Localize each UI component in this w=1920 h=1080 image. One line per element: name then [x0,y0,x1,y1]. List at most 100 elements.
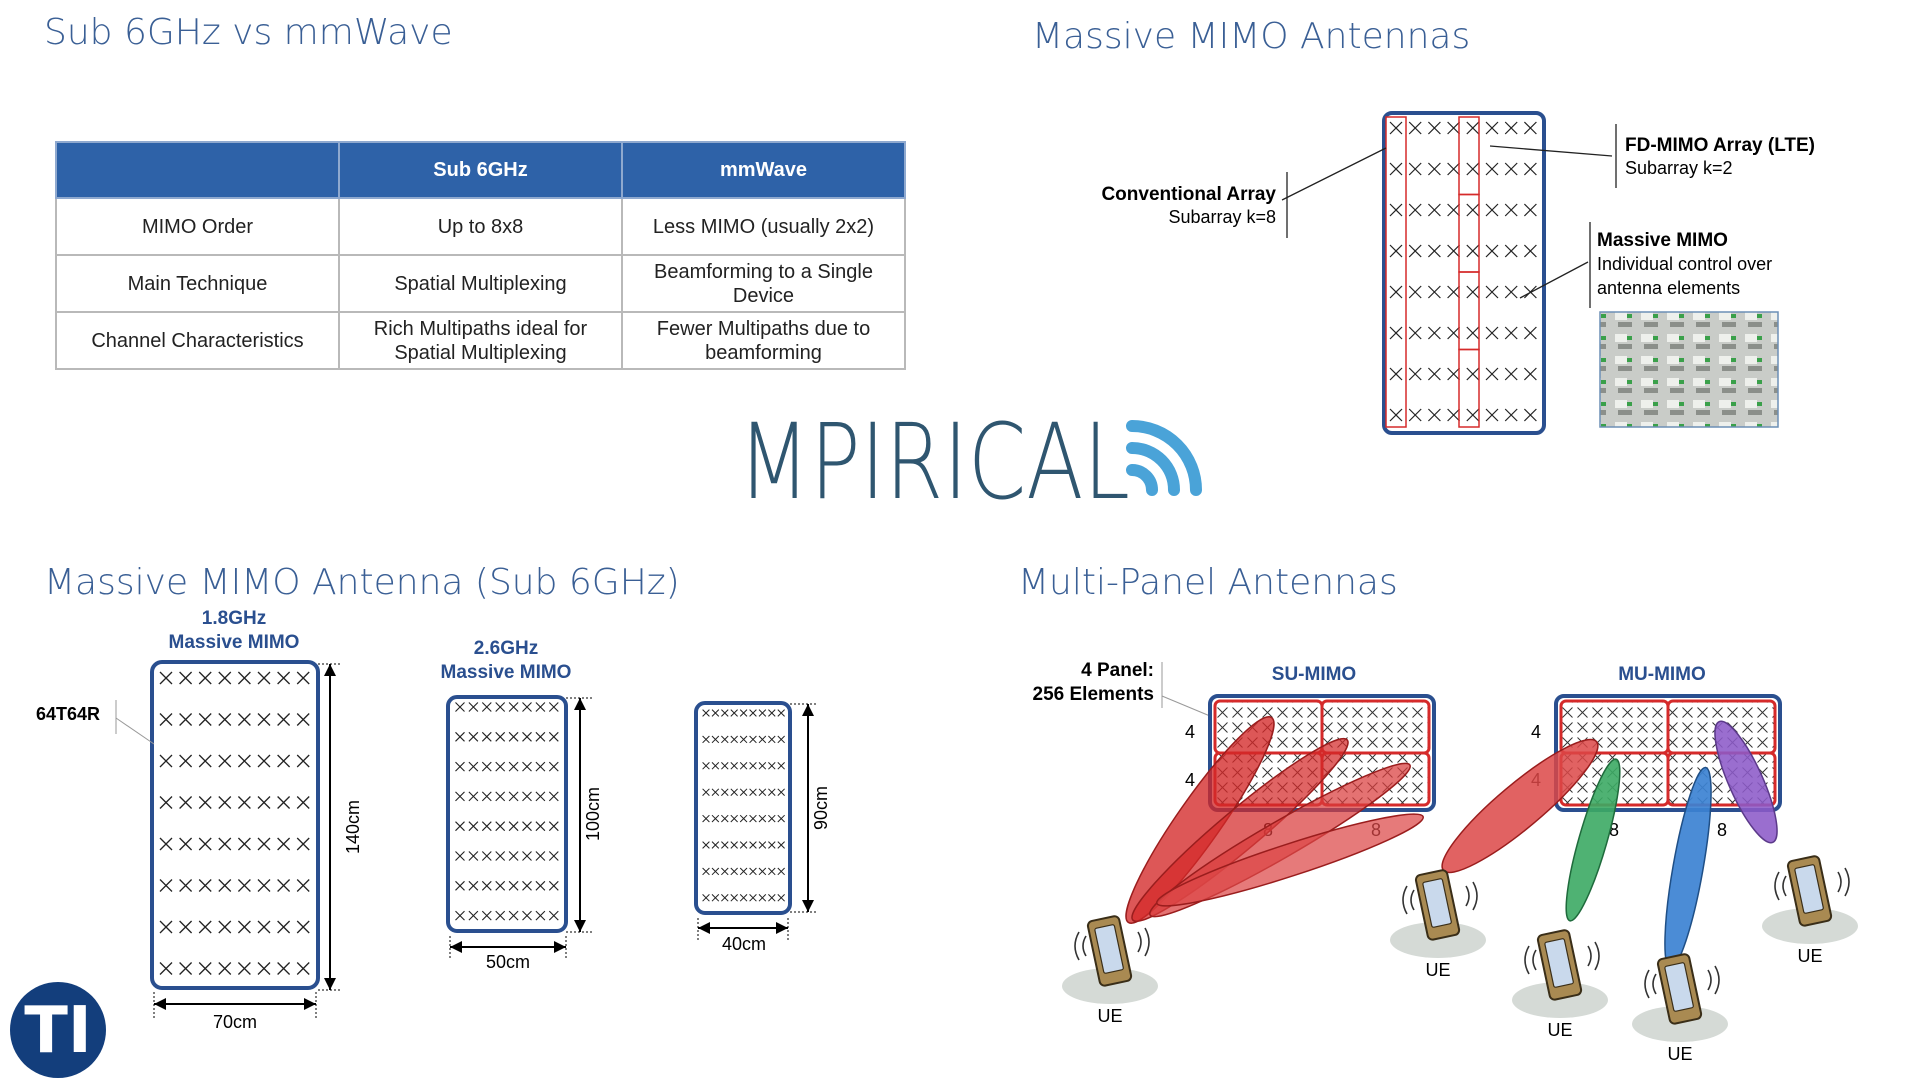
antenna-element [758,841,767,849]
antenna-element [758,735,767,744]
antenna-element [481,761,492,772]
antenna-element [455,821,465,832]
antenna-element [179,796,193,809]
antenna-element [1447,203,1461,217]
ue-device: UE [1762,855,1858,966]
antenna-element [739,841,748,849]
antenna-element [237,671,251,685]
antenna-element [548,821,559,832]
antenna-element [218,837,232,851]
antenna-element [495,761,506,772]
antenna-element [508,731,519,742]
antenna-26ghz-frame [446,695,568,933]
antenna-26ghz-type: Massive MIMO [441,662,572,683]
antenna-element [758,867,767,876]
antenna-element [730,841,738,849]
antenna-element [1504,203,1518,217]
antenna-element [548,791,559,802]
antenna-element [508,761,519,772]
table-cell: Channel Characteristics [55,311,340,370]
antenna-element [730,814,738,823]
antenna-element [481,910,492,921]
table-cell: Rich Multipaths ideal for Spatial Multip… [338,311,623,370]
antenna-element [711,814,720,823]
antenna-element [468,910,479,921]
ue-label: UE [1097,1006,1122,1026]
antenna-element [455,761,465,772]
antenna-26ghz-elements [455,702,559,921]
antenna-element [1389,162,1403,176]
antenna-element [296,879,310,892]
antenna-element [237,920,251,934]
antenna-element [296,796,310,809]
antenna-element [777,894,785,902]
antenna-element [1427,121,1441,135]
antenna-element [1447,162,1461,176]
antenna-element [739,814,748,823]
antenna-element [522,880,532,891]
antenna-element [159,713,173,726]
antenna-element [1504,326,1518,340]
antenna-element [721,894,729,902]
antenna-element [749,762,757,770]
antenna-element [1447,244,1461,258]
antenna-element [1485,203,1499,217]
antenna-26ghz: 2.6GHz Massive MIMO 100cm 50cm [441,638,603,972]
antenna-element [739,735,748,744]
antenna-element [768,709,776,717]
massive-mimo-label: Massive MIMO [1597,230,1728,251]
antenna-element [455,731,465,742]
antenna-element [711,894,720,902]
antenna-element [535,702,546,712]
fdmimo-sub: Subarray k=2 [1625,158,1733,178]
antenna-element [495,702,506,712]
antenna-element [1523,367,1537,381]
antenna-element [522,761,532,772]
antenna-element [257,713,271,726]
antenna-element [1504,244,1518,258]
antenna-element [1408,203,1422,217]
antenna-element [1523,162,1537,176]
antenna-element [730,894,738,902]
antenna-element [721,735,729,744]
antenna-element [730,788,738,796]
antenna-element [198,754,212,768]
antenna-element [1466,203,1480,217]
antenna-element [198,920,212,934]
table-header-cell: mmWave [621,141,906,199]
antenna-element [749,735,757,744]
antenna-element [522,821,532,832]
mu-dim-cols-right: 8 [1717,820,1727,840]
antenna-element [508,702,519,712]
antenna-element [758,814,767,823]
antenna-26ghz-freq: 2.6GHz [474,638,538,659]
antenna-element [522,910,532,921]
antenna-element [198,796,212,809]
antenna-third-width: 40cm [722,934,766,954]
mimo-array-frame [1382,111,1546,435]
su-beam [1156,813,1424,907]
antenna-element [218,796,232,809]
antenna-third-frame [694,701,792,915]
antenna-element [198,837,212,851]
antenna-element [749,709,757,717]
antenna-element [702,735,710,744]
antenna-element [730,709,738,717]
antenna-element [768,814,776,823]
antenna-element [1523,244,1537,258]
mu-beam-green [1565,758,1621,922]
antenna-element [1466,121,1480,135]
antenna-element [1389,203,1403,217]
antenna-element [468,851,479,861]
antenna-element [468,791,479,802]
multi-panel-diagram: 4 Panel: 256 Elements SU-MIMO MU-MIMO 4 … [1033,660,1858,1064]
antenna-element [257,671,271,685]
antenna-element [218,713,232,726]
antenna-element [739,894,748,902]
antenna-18ghz-width: 70cm [213,1012,257,1032]
antenna-element [179,671,193,685]
antenna-element [277,796,291,809]
antenna-element [1427,162,1441,176]
